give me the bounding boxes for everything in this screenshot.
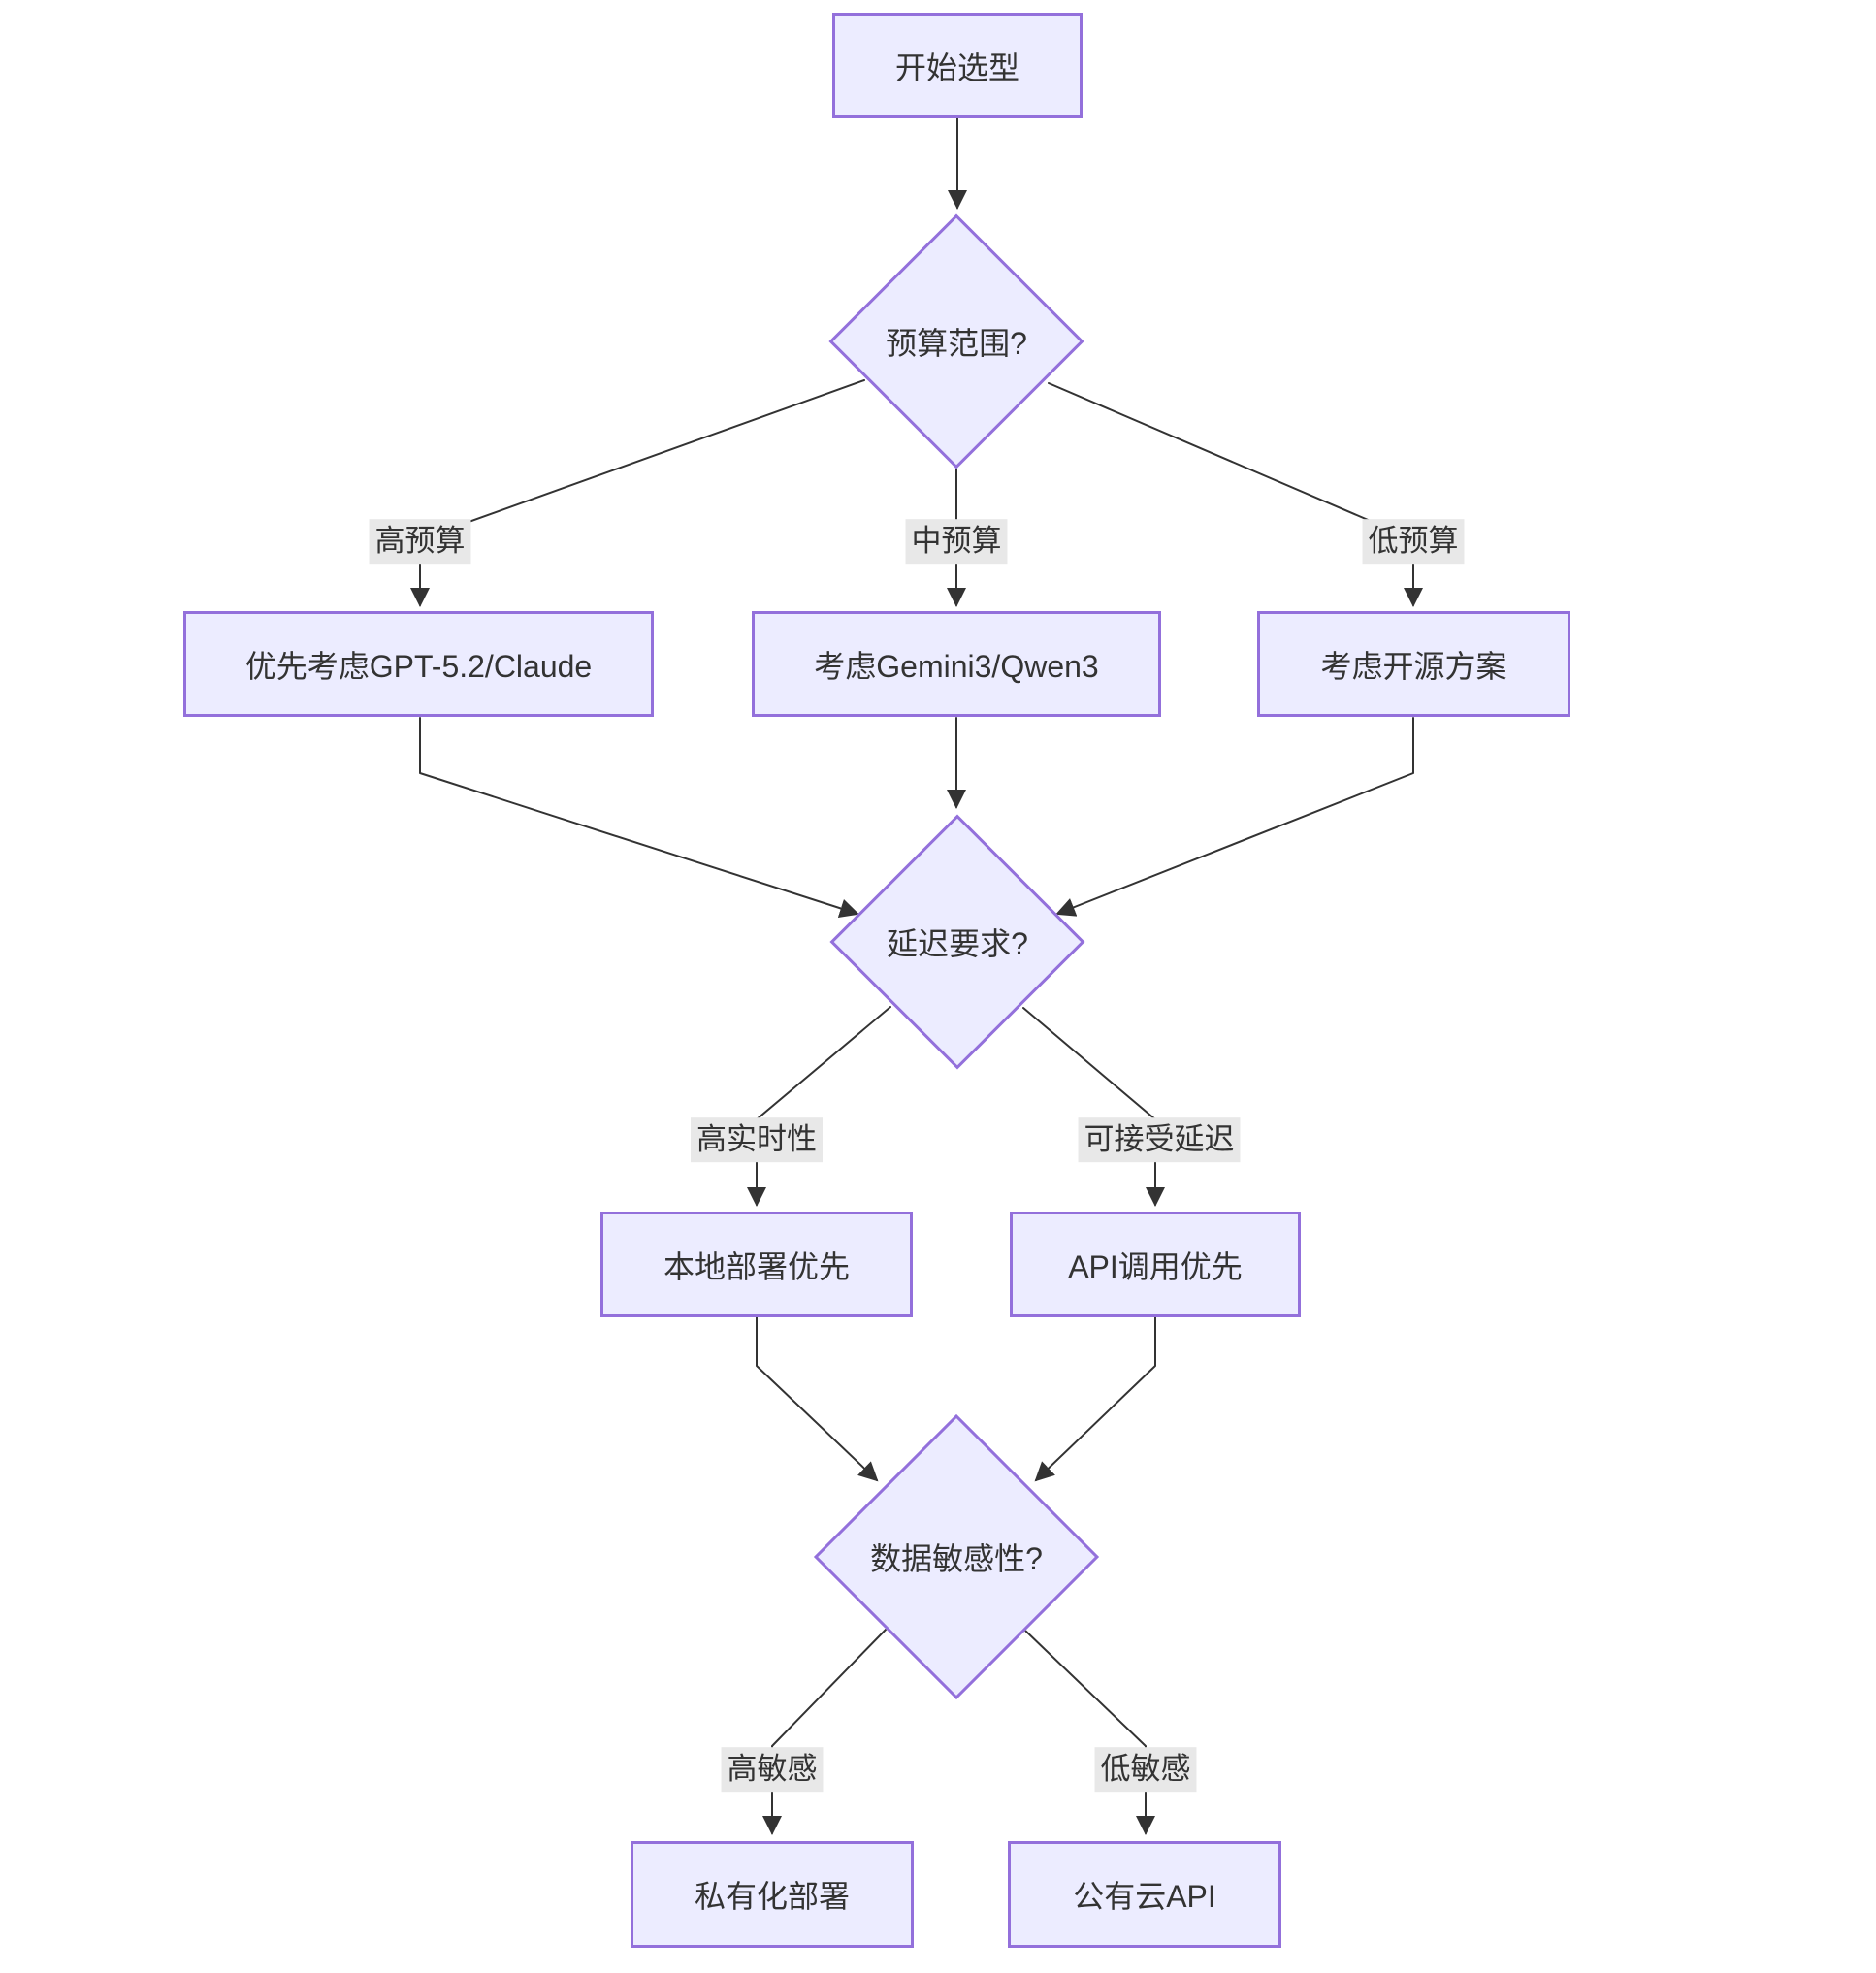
edge-budget-high	[410, 379, 865, 607]
node-latency-decision: 延迟要求?	[829, 814, 1085, 1070]
edge-local-to-sensitivity	[756, 1314, 879, 1482]
node-local-first: 本地部署优先	[600, 1212, 913, 1317]
edge-label-high-realtime: 高实时性	[691, 1117, 823, 1162]
edge-gpt-to-latency	[419, 717, 859, 919]
edge-label-mid-budget: 中预算	[905, 519, 1008, 564]
node-budget-decision: 预算范围?	[828, 213, 1084, 469]
node-private-deploy: 私有化部署	[631, 1841, 914, 1948]
node-high-budget-option: 优先考虑GPT-5.2/Claude	[183, 611, 654, 717]
edge-api-to-sensitivity	[1034, 1314, 1156, 1482]
edge-budget-low	[1048, 382, 1423, 607]
node-mid-budget-option: 考虑Gemini3/Qwen3	[752, 611, 1161, 717]
node-public-cloud-api: 公有云API	[1008, 1841, 1281, 1948]
node-latency-label: 延迟要求?	[887, 926, 1028, 961]
node-start: 开始选型	[832, 13, 1083, 118]
edge-label-high-budget: 高预算	[369, 519, 471, 564]
edge-label-high-sensitive: 高敏感	[721, 1747, 824, 1792]
node-budget-label: 预算范围?	[886, 326, 1027, 361]
edge-sensitivity-high	[762, 1629, 887, 1835]
edge-sensitivity-low	[1023, 1629, 1155, 1835]
edge-opensource-to-latency	[1055, 717, 1414, 917]
node-low-budget-option: 考虑开源方案	[1257, 611, 1570, 717]
node-sensitivity-label: 数据敏感性?	[870, 1541, 1043, 1576]
node-sensitivity-decision: 数据敏感性?	[813, 1413, 1100, 1700]
edge-label-low-sensitive: 低敏感	[1094, 1747, 1197, 1792]
edge-label-low-budget: 低预算	[1362, 519, 1465, 564]
edge-label-delay-acceptable: 可接受延迟	[1078, 1117, 1241, 1162]
node-api-first: API调用优先	[1010, 1212, 1301, 1317]
